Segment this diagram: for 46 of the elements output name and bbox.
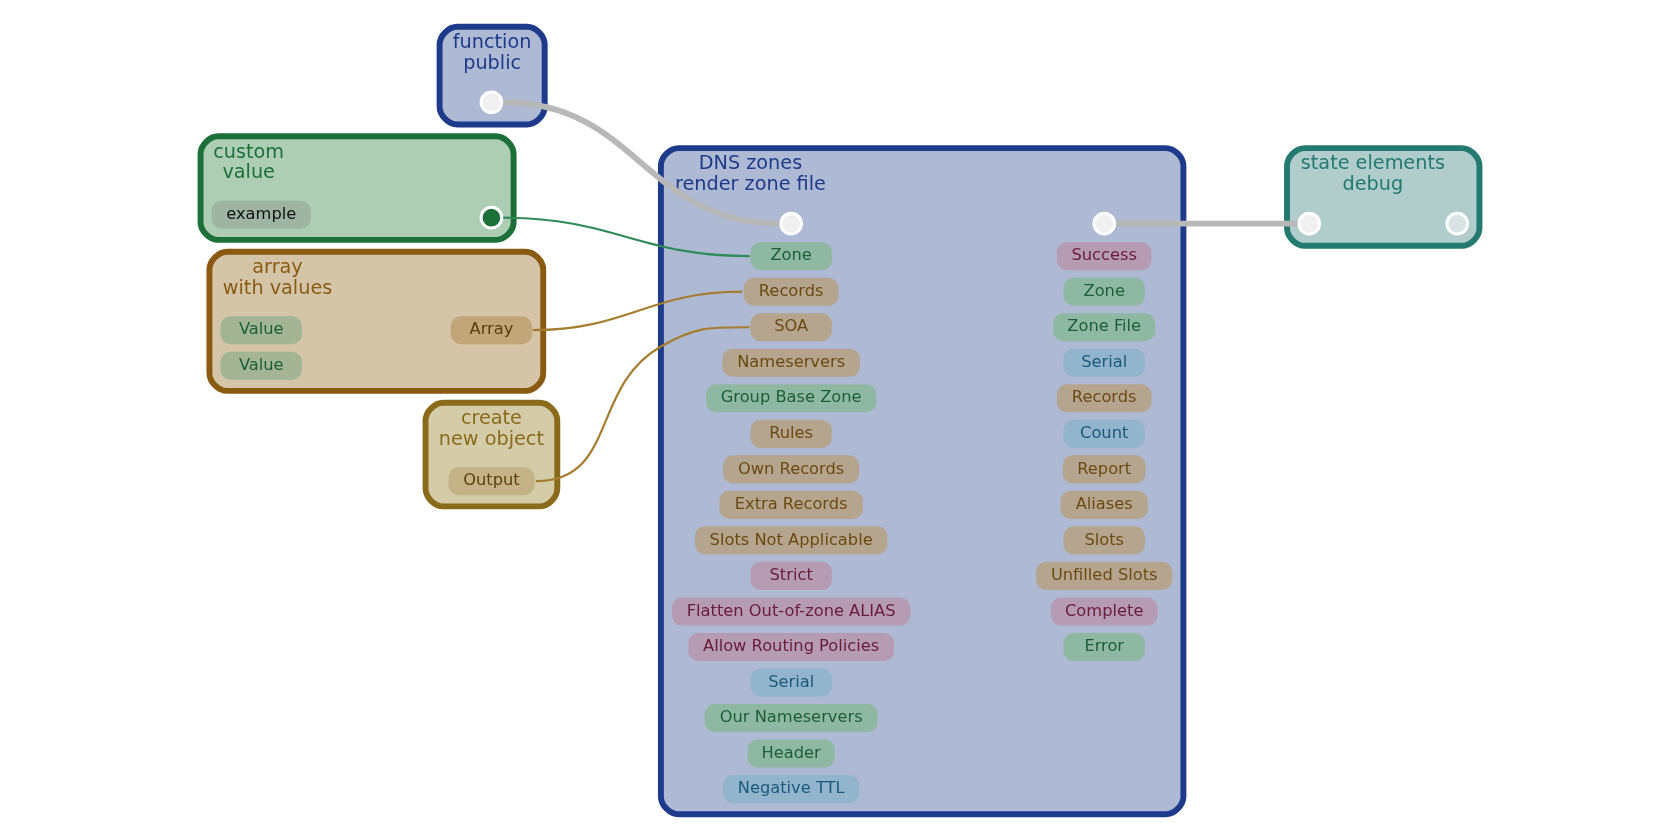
node-box: Allow Routing Policies <box>688 632 895 661</box>
node-box: Slots <box>1063 525 1145 554</box>
node-box: Own Records <box>723 454 860 483</box>
connector <box>1116 220 1298 227</box>
node-box: Array <box>450 315 533 344</box>
node-box: Header <box>747 739 835 768</box>
node-box: Negative TTL <box>723 774 860 803</box>
node-box: Nameservers <box>722 348 860 377</box>
node-box: Records <box>743 277 839 306</box>
node-box: Report <box>1062 454 1146 483</box>
node-box: Our Nameservers <box>704 703 878 732</box>
cluster: function public <box>436 23 548 127</box>
node-box: Count <box>1063 419 1145 448</box>
node-box: Zone <box>1063 277 1145 306</box>
node-box: Success <box>1056 241 1152 270</box>
node-box: Zone File <box>1053 312 1156 341</box>
node-box: Strict <box>750 561 832 590</box>
node-circle <box>479 205 504 230</box>
node-box: SOA <box>750 312 832 341</box>
node-box: Error <box>1063 632 1145 661</box>
node-box: Records <box>1056 383 1152 412</box>
connector <box>503 98 780 227</box>
node-box: Serial <box>1063 348 1145 377</box>
node-box: Extra Records <box>719 490 863 519</box>
connector <box>532 290 743 331</box>
node-box: Zone <box>750 241 832 270</box>
node-box: Complete <box>1050 596 1158 625</box>
connector <box>535 325 750 482</box>
node-circle <box>1092 211 1117 235</box>
node-box: Aliases <box>1060 490 1148 519</box>
cluster: state elements debug <box>1284 144 1483 249</box>
node-circle <box>1297 211 1322 235</box>
node-box: Output <box>448 466 535 495</box>
node-box: Value <box>220 351 302 380</box>
node-box: example <box>211 200 311 229</box>
node-circle <box>1445 211 1470 235</box>
node-box: Unfilled Slots <box>1036 561 1173 590</box>
node-box: Slots Not Applicable <box>694 525 888 554</box>
node-circle <box>479 89 504 114</box>
node-box: Group Base Zone <box>706 383 877 412</box>
node-box: Rules <box>750 419 832 448</box>
node-box: Serial <box>750 667 832 697</box>
node-box: Value <box>220 315 302 344</box>
node-circle <box>779 211 803 235</box>
connector <box>503 216 750 257</box>
node-box: Flatten Out-of-zone ALIAS <box>672 596 911 625</box>
